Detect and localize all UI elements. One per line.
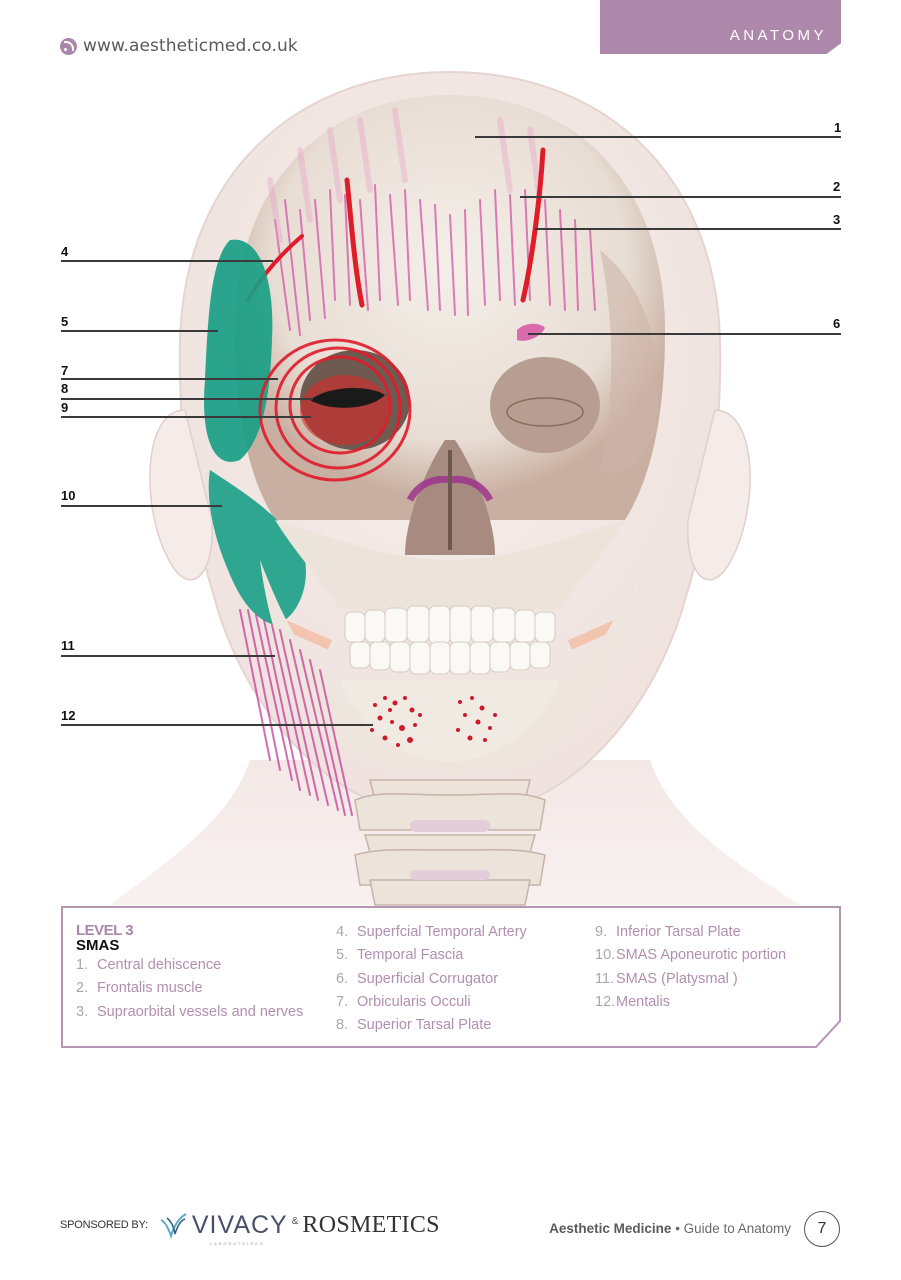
legend-item: 12.Mentalis bbox=[595, 993, 670, 1010]
callout-number-8: 8 bbox=[61, 381, 69, 396]
callout-line-7 bbox=[61, 378, 278, 380]
legend-item: 11.SMAS (Platysmal ) bbox=[595, 970, 738, 987]
callout-line-8 bbox=[61, 398, 313, 400]
callout-number-3: 3 bbox=[833, 212, 841, 227]
legend-item: 9.Inferior Tarsal Plate bbox=[595, 924, 741, 940]
vivacy-logo-icon bbox=[160, 1213, 187, 1240]
bullet-separator: • bbox=[671, 1221, 684, 1236]
legend-item: 4.Superfcial Temporal Artery bbox=[336, 924, 527, 940]
legend-title: SMAS bbox=[76, 937, 120, 954]
legend-box: LEVEL 3 SMAS 1.Central dehiscence 2.Fron… bbox=[61, 906, 841, 1048]
ampersand: & bbox=[291, 1216, 299, 1227]
legend-column-2: 4.Superfcial Temporal Artery 5.Temporal … bbox=[336, 921, 527, 1037]
legend-column-1: LEVEL 3 SMAS 1.Central dehiscence 2.Fron… bbox=[76, 922, 303, 1024]
callout-line-5 bbox=[61, 330, 218, 332]
anatomy-illustration bbox=[0, 60, 901, 908]
callout-line-4 bbox=[61, 260, 273, 262]
rosmetics-logo-text: ROSMETICS bbox=[302, 1211, 440, 1238]
legend-item: 6.Superficial Corrugator bbox=[336, 970, 499, 987]
callout-number-11: 11 bbox=[61, 638, 75, 653]
legend-item: 7.Orbicularis Occuli bbox=[336, 993, 471, 1010]
skull-smas-figure bbox=[110, 70, 800, 906]
callout-number-2: 2 bbox=[833, 179, 841, 194]
callout-number-1: 1 bbox=[834, 120, 842, 135]
guide-title: Guide to Anatomy bbox=[683, 1221, 791, 1236]
section-tab: ANATOMY bbox=[600, 0, 841, 54]
callout-number-7: 7 bbox=[61, 363, 69, 378]
callout-number-5: 5 bbox=[61, 314, 69, 329]
callout-line-12 bbox=[61, 724, 373, 726]
section-title: ANATOMY bbox=[729, 27, 827, 44]
rss-icon bbox=[60, 37, 77, 55]
site-url-text: www.aestheticmed.co.uk bbox=[83, 36, 298, 56]
callout-line-2 bbox=[520, 196, 841, 198]
callout-number-9: 9 bbox=[61, 400, 69, 415]
legend-item: 8.Superior Tarsal Plate bbox=[336, 1017, 492, 1034]
legend-item: 5.Temporal Fascia bbox=[336, 947, 464, 964]
callout-number-6: 6 bbox=[833, 316, 841, 331]
callout-line-10 bbox=[61, 505, 222, 507]
callout-line-1 bbox=[475, 136, 841, 138]
legend-item: 10.SMAS Aponeurotic portion bbox=[595, 947, 787, 964]
callout-line-9 bbox=[61, 416, 311, 418]
page-number: 7 bbox=[804, 1211, 840, 1247]
publication-name: Aesthetic Medicine bbox=[549, 1221, 672, 1236]
callout-number-12: 12 bbox=[61, 708, 76, 723]
site-url[interactable]: www.aestheticmed.co.uk bbox=[60, 36, 298, 56]
legend-column-3: 9.Inferior Tarsal Plate 10.SMAS Aponeuro… bbox=[595, 921, 786, 1014]
callout-line-6 bbox=[528, 333, 841, 335]
callout-line-11 bbox=[61, 655, 275, 657]
callout-number-4: 4 bbox=[61, 244, 69, 259]
legend-item: 2.Frontalis muscle bbox=[76, 980, 203, 997]
legend-item: 3.Supraorbital vessels and nerves bbox=[76, 1003, 304, 1020]
callout-line-3 bbox=[535, 228, 841, 230]
legend-item: 1.Central dehiscence bbox=[76, 957, 222, 973]
publication-credit: Aesthetic Medicine • Guide to Anatomy bbox=[549, 1221, 791, 1236]
callout-number-10: 10 bbox=[61, 488, 76, 503]
sponsored-by-label: SPONSORED BY: bbox=[60, 1219, 148, 1231]
